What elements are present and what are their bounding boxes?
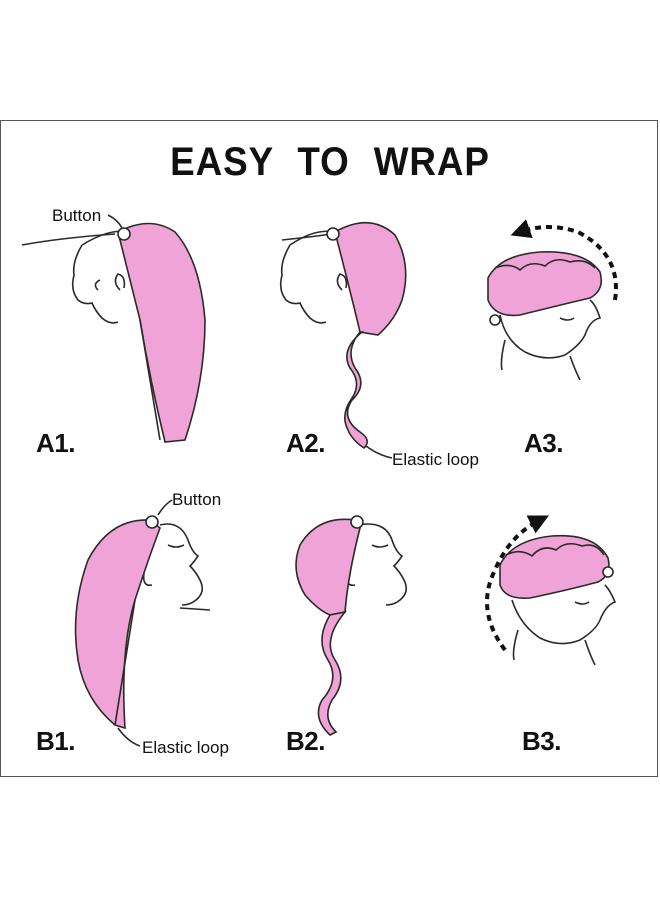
figure-a3 <box>487 219 618 381</box>
towel-a2 <box>334 221 407 336</box>
figure-b3 <box>485 515 617 666</box>
callout-line <box>365 445 393 459</box>
twist <box>317 610 348 736</box>
neck-line <box>500 339 581 381</box>
towel-a1 <box>117 222 206 443</box>
button-icon <box>117 227 131 241</box>
head-outline <box>71 230 129 324</box>
button-icon <box>489 314 501 326</box>
button-icon <box>350 515 364 529</box>
arrow-clockwise-icon <box>485 515 549 652</box>
callout-button-a1: Button <box>52 206 102 225</box>
button-icon <box>326 227 340 241</box>
callout-elastic-loop-a2: Elastic loop <box>392 450 479 469</box>
figure-a2 <box>279 221 407 459</box>
towel-b2 <box>295 518 361 616</box>
callout-line <box>117 727 141 747</box>
button-icon <box>145 515 159 529</box>
head-outline <box>279 230 336 324</box>
figure-b1 <box>74 499 211 747</box>
head-outline <box>511 584 617 645</box>
ear <box>142 572 153 587</box>
callout-line <box>107 214 123 229</box>
head-outline <box>357 523 408 606</box>
arrow-counterclockwise-icon <box>510 219 618 301</box>
step-label-a3: A3. <box>524 428 563 458</box>
step-label-a2: A2. <box>286 428 325 458</box>
towel-b1 <box>74 519 161 730</box>
head-outline <box>159 523 204 606</box>
neck-line <box>281 233 331 241</box>
callout-elastic-loop-b1: Elastic loop <box>142 738 229 757</box>
ear <box>114 273 126 291</box>
figure-b2 <box>295 515 408 736</box>
neck-line <box>512 629 596 666</box>
neck-line <box>179 607 211 611</box>
figure-a1 <box>21 214 206 443</box>
step-label-b2: B2. <box>286 726 325 756</box>
step-label-a1: A1. <box>36 428 75 458</box>
eye <box>574 601 590 605</box>
eye <box>371 544 389 548</box>
callout-button-b1: Button <box>172 490 222 509</box>
eye <box>559 317 575 321</box>
ear <box>336 273 348 291</box>
twist <box>344 331 368 450</box>
step-label-b3: B3. <box>522 726 561 756</box>
diagram-title: EASY TO WRAP <box>170 140 490 184</box>
head-outline <box>499 299 602 359</box>
button-icon <box>602 566 614 578</box>
callout-line <box>157 499 173 516</box>
eye <box>167 544 185 548</box>
neck-line <box>21 233 116 246</box>
step-label-b1: B1. <box>36 726 75 756</box>
